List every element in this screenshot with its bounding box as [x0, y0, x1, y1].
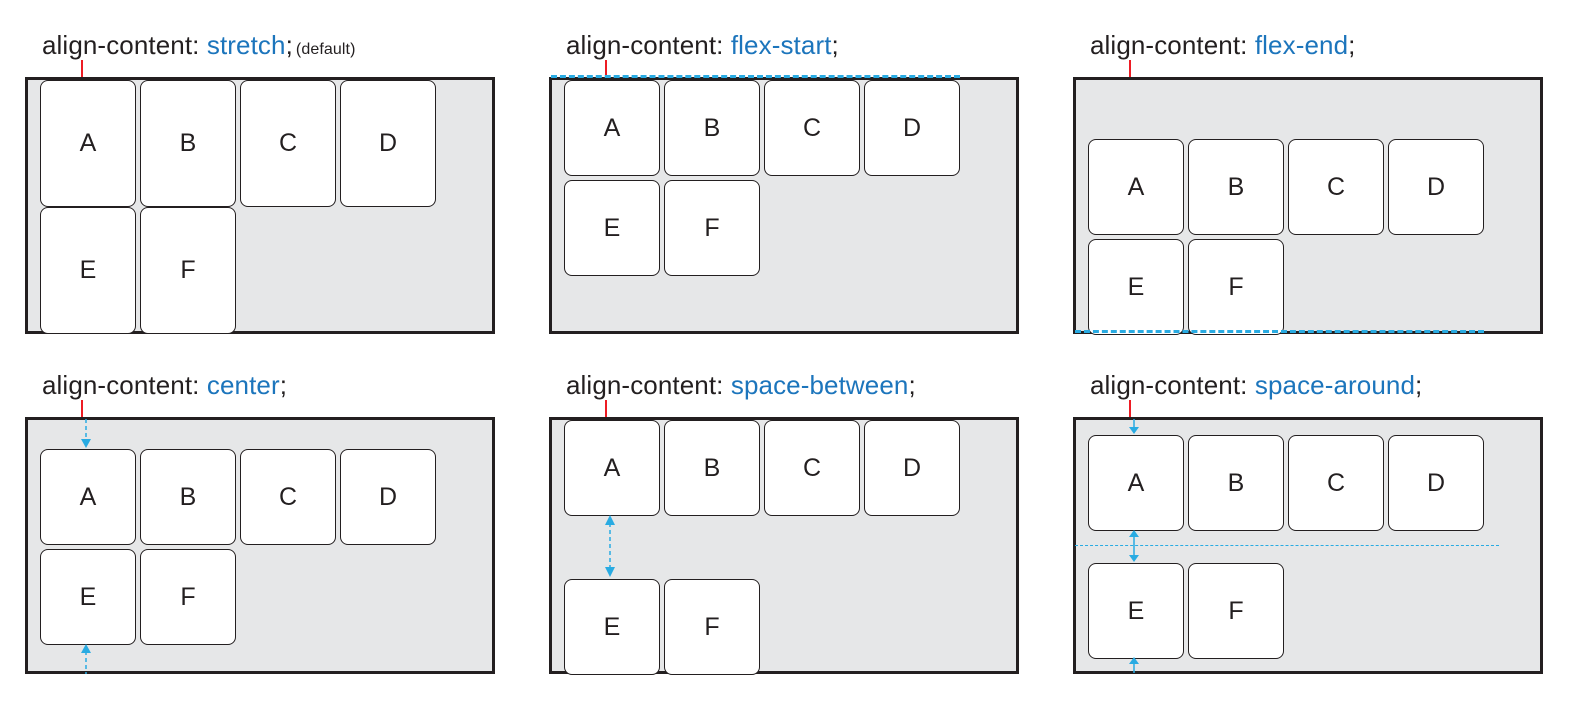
flex-container: A B C D E F — [549, 417, 1019, 675]
flex-item-e: E — [40, 207, 136, 334]
origin-tick — [81, 400, 83, 417]
flex-container: A B C D E F — [1073, 77, 1543, 335]
flex-item-c: C — [240, 80, 336, 207]
property-name: align-content: — [566, 370, 724, 400]
flex-item-f: F — [1188, 563, 1284, 659]
between-gap-arrow — [605, 515, 615, 577]
default-note: (default) — [295, 41, 356, 58]
property-value: stretch — [206, 30, 286, 60]
flex-item-f: F — [140, 549, 236, 645]
flex-container: A B C D E F — [25, 77, 495, 334]
panel-title: align-content: center; — [42, 368, 287, 402]
title-suffix: ; — [279, 370, 288, 400]
flex-item-b: B — [664, 80, 760, 176]
flex-item-b: B — [140, 449, 236, 545]
flex-container: A B C D E F — [25, 417, 495, 674]
origin-tick — [1129, 60, 1131, 77]
property-value: flex-start — [730, 30, 832, 60]
flex-item-b: B — [664, 420, 760, 516]
top-gap-arrow — [1129, 419, 1139, 434]
flex-item-c: C — [240, 449, 336, 545]
panel-title: align-content: stretch;(default) — [42, 28, 356, 67]
flex-item-d: D — [864, 420, 960, 516]
panel-title: align-content: space-between; — [566, 368, 916, 402]
flex-item-c: C — [764, 80, 860, 176]
start-guide-line — [551, 75, 960, 78]
bottom-gap-arrow — [81, 644, 91, 674]
flex-item-f: F — [664, 180, 760, 276]
flex-item-e: E — [40, 549, 136, 645]
property-name: align-content: — [42, 30, 200, 60]
flex-item-e: E — [1088, 239, 1184, 335]
property-name: align-content: — [42, 370, 200, 400]
flex-item-a: A — [564, 80, 660, 176]
flex-item-f: F — [664, 579, 760, 675]
property-value: space-between — [730, 370, 909, 400]
property-value: flex-end — [1254, 30, 1349, 60]
flex-item-a: A — [564, 420, 660, 516]
property-name: align-content: — [566, 30, 724, 60]
title-suffix: ; — [1415, 370, 1423, 400]
property-value: center — [206, 370, 280, 400]
origin-tick — [605, 400, 607, 417]
flex-item-f: F — [1188, 239, 1284, 335]
origin-tick — [81, 60, 83, 77]
flex-item-d: D — [340, 80, 436, 207]
flex-item-a: A — [1088, 435, 1184, 531]
top-gap-arrow — [81, 419, 91, 448]
origin-tick — [1129, 400, 1131, 417]
title-suffix: ; — [285, 30, 293, 60]
midline-guide — [1075, 545, 1499, 546]
flex-item-a: A — [40, 80, 136, 207]
panel-title: align-content: space-around; — [1090, 368, 1422, 402]
flex-item-d: D — [340, 449, 436, 545]
property-name: align-content: — [1090, 30, 1248, 60]
flex-item-b: B — [1188, 435, 1284, 531]
flex-item-a: A — [1088, 139, 1184, 235]
property-name: align-content: — [1090, 370, 1248, 400]
origin-tick — [605, 60, 607, 77]
flex-item-c: C — [1288, 435, 1384, 531]
flex-item-d: D — [1388, 139, 1484, 235]
flex-item-e: E — [564, 180, 660, 276]
flex-item-b: B — [1188, 139, 1284, 235]
flex-item-c: C — [764, 420, 860, 516]
title-suffix: ; — [1348, 30, 1356, 60]
middle-gap-arrow — [1129, 530, 1139, 562]
title-suffix: ; — [831, 30, 839, 60]
flex-item-f: F — [140, 207, 236, 334]
bottom-gap-arrow — [1129, 657, 1139, 673]
flex-item-e: E — [1088, 563, 1184, 659]
flex-item-d: D — [1388, 435, 1484, 531]
property-value: space-around — [1254, 370, 1416, 400]
flex-item-a: A — [40, 449, 136, 545]
flex-container: A B C D E F — [549, 77, 1019, 334]
flex-item-d: D — [864, 80, 960, 176]
end-guide-line — [1075, 330, 1484, 333]
panel-title: align-content: flex-end; — [1090, 28, 1355, 62]
panel-title: align-content: flex-start; — [566, 28, 839, 62]
flex-item-e: E — [564, 579, 660, 675]
flex-item-c: C — [1288, 139, 1384, 235]
flex-item-b: B — [140, 80, 236, 207]
title-suffix: ; — [908, 370, 916, 400]
